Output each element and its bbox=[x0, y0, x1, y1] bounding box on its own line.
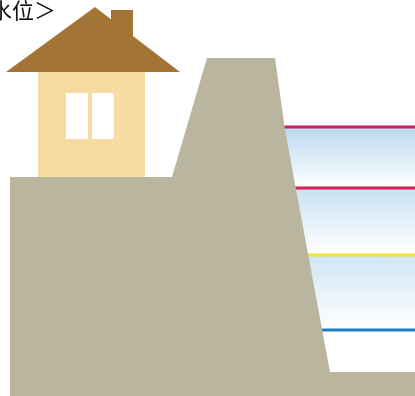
house-roof bbox=[6, 7, 180, 72]
house-window-left bbox=[66, 93, 88, 139]
house-window-right bbox=[92, 93, 114, 139]
house-wall bbox=[38, 72, 145, 177]
